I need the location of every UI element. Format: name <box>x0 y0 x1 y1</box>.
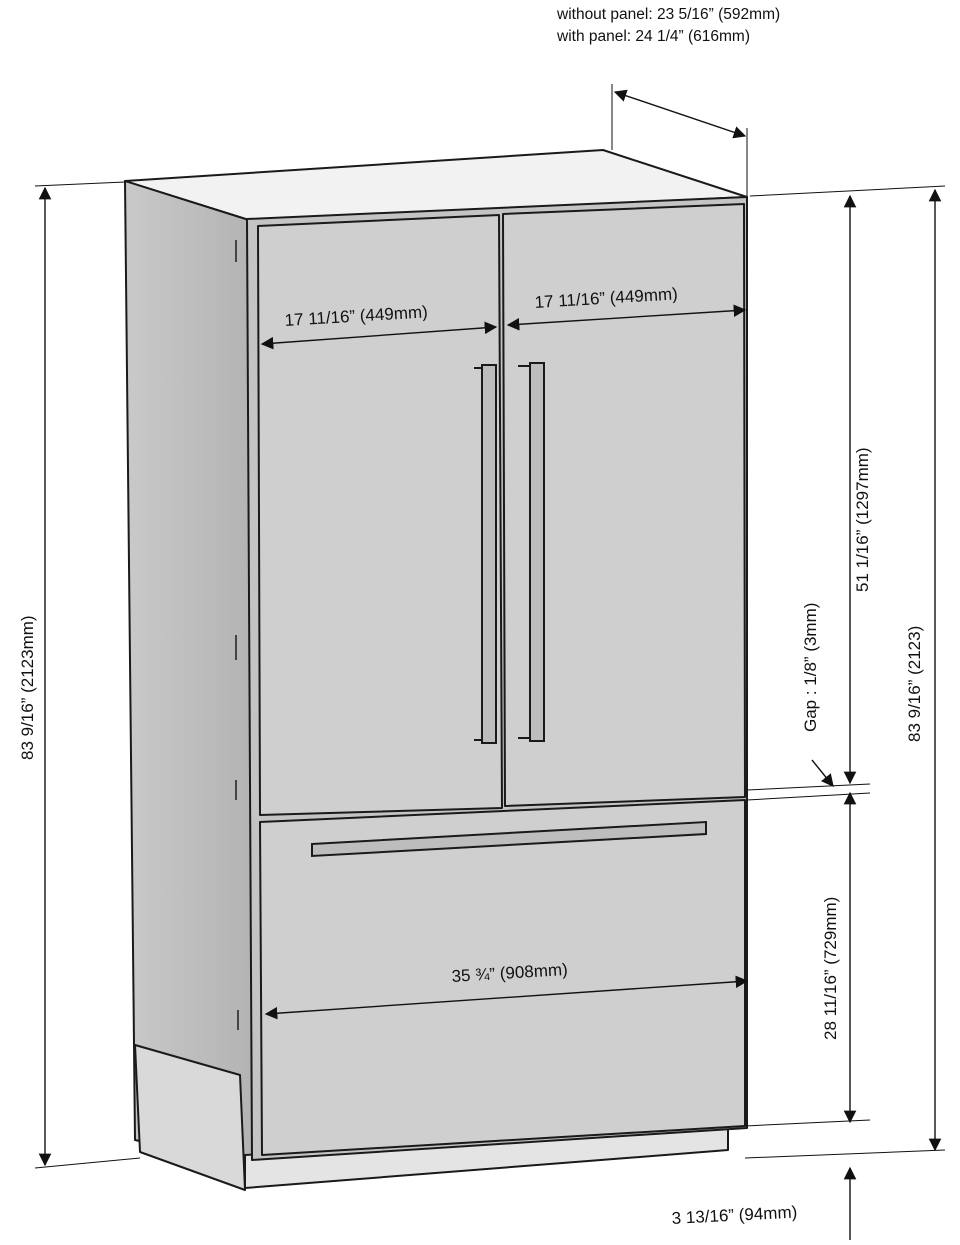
total-height-left-label: 83 9/16” (2123mm) <box>18 615 37 760</box>
refrigerator <box>124 149 748 1191</box>
dimension-lines <box>34 84 946 1240</box>
door-handles <box>311 362 707 858</box>
left-door-width-line <box>260 321 498 350</box>
gap-pointer-line <box>811 759 834 787</box>
toe-kick-label: 3 13/16” (94mm) <box>671 1202 797 1228</box>
drawer-height-label: 28 11/16” (729mm) <box>821 897 840 1040</box>
total-width-line <box>264 975 749 1020</box>
depth-with-panel-label: with panel: 24 1/4” (616mm) <box>557 28 750 45</box>
gap-label: Gap : 1/8” (3mm) <box>801 603 820 732</box>
left-door-handle <box>481 364 497 744</box>
right-door-width-line <box>506 304 747 331</box>
left-door <box>257 214 503 816</box>
right-door-handle <box>529 362 545 742</box>
right-door <box>502 203 746 807</box>
depth-dimension-line <box>613 89 747 139</box>
hinge-marks <box>235 240 239 1030</box>
depth-header: without panel: 23 5/16” (592mm) with pan… <box>557 4 780 48</box>
side-panel <box>124 180 261 1169</box>
total-height-right-label: 83 9/16” (2123) <box>905 626 924 742</box>
drawer-handle <box>311 820 707 858</box>
depth-without-panel-label: without panel: 23 5/16” (592mm) <box>557 6 781 23</box>
base-plinth <box>134 1044 246 1191</box>
upper-door-height-label: 51 1/16” (1297mm) <box>853 447 872 592</box>
